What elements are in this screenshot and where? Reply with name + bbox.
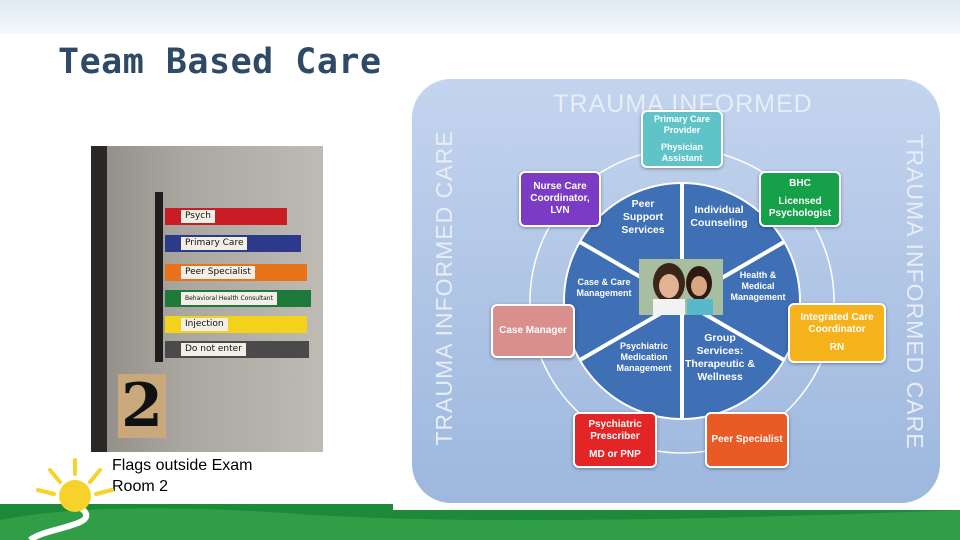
- flag-psych: Psych: [165, 208, 287, 225]
- slide-title: Team Based Care: [58, 42, 382, 82]
- role-peer-specialist: Peer Specialist: [705, 412, 789, 468]
- flag-bracket: [155, 192, 163, 362]
- role-nurse-care-coordinator: Nurse Care Coordinator, LVN: [519, 171, 601, 227]
- bottom-decor: [0, 493, 960, 540]
- photo-caption: Flags outside Exam Room 2: [112, 457, 253, 495]
- green-hill: [0, 508, 960, 540]
- wedge-peer-support-services: Peer Support Services: [621, 198, 665, 236]
- care-team-diagram: TRAUMA INFORMED CARE TRAUMA INFORMED CAR…: [393, 74, 960, 510]
- role-case-manager: Case Manager: [491, 304, 575, 358]
- flag-behavioral-health: Behavioral Health Consultant: [165, 290, 311, 307]
- flag-primary-care: Primary Care: [165, 235, 301, 252]
- banner-right: TRAUMA INFORMED CARE: [902, 134, 928, 450]
- flag-injection: Injection: [165, 316, 307, 333]
- door-frame: [91, 146, 107, 452]
- banner-left: TRAUMA INFORMED CARE: [431, 130, 457, 446]
- wedge-case-care-management: Case & Care Management: [576, 277, 632, 298]
- wedge-psychiatric-medication-management: Psychiatric Medication Management: [616, 341, 672, 373]
- wedge-group-services: Group Services: Therapeutic & Wellness: [685, 332, 756, 383]
- room-number-card: 2: [118, 374, 166, 438]
- flags-photo: Psych Primary Care Peer Specialist Behav…: [91, 146, 323, 452]
- top-decor-band: [0, 0, 960, 34]
- family-photo: [639, 259, 723, 315]
- sun-icon: [36, 458, 114, 512]
- wedge-individual-counseling: Individual Counseling: [690, 204, 748, 229]
- flag-peer-specialist: Peer Specialist: [165, 264, 307, 281]
- flag-do-not-enter: Do not enter: [165, 341, 309, 358]
- wedge-health-medical-management: Health & Medical Management: [730, 270, 786, 302]
